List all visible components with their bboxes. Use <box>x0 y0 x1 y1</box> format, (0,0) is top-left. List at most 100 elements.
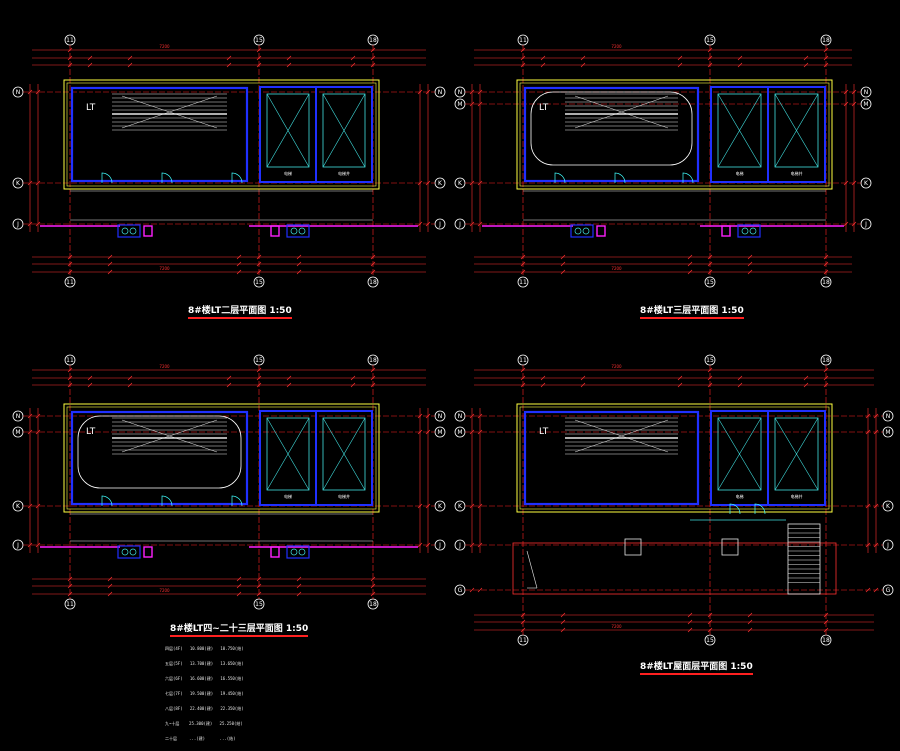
axis-bubble-label: 18 <box>369 601 377 608</box>
dimension-tick <box>296 576 302 582</box>
dimension-tick <box>425 503 431 509</box>
dimension-tick <box>823 627 829 633</box>
axis-bubble-label: 11 <box>66 601 74 608</box>
dimension-tick <box>370 55 376 61</box>
axis-bubble-label: M <box>457 101 462 108</box>
dimension-text: 7200 <box>611 44 622 49</box>
dimension-tick <box>560 612 566 618</box>
axis-bubble-label: 18 <box>369 357 377 364</box>
dimension-tick <box>256 375 262 381</box>
elevator-wall <box>315 86 373 183</box>
dimension-tick <box>350 382 356 388</box>
dimension-tick <box>67 382 73 388</box>
dimension-tick <box>67 254 73 260</box>
hydrant-symbol <box>298 548 306 556</box>
door-swing <box>161 495 173 507</box>
dimension-tick <box>873 413 879 419</box>
dimension-tick <box>477 89 483 95</box>
dimension-tick <box>477 503 483 509</box>
elevator-car <box>266 417 310 491</box>
axis-bubble-label: 15 <box>706 357 714 364</box>
dimension-tick <box>27 503 33 509</box>
dimension-tick <box>747 627 753 633</box>
axis-bubble-label: K <box>16 180 21 187</box>
dimension-tick <box>107 576 113 582</box>
axis-bubble-label: 11 <box>519 637 527 644</box>
dimension-tick <box>469 101 475 107</box>
elevator-car <box>266 93 310 168</box>
dimension-tick <box>747 619 753 625</box>
dimension-tick <box>35 429 41 435</box>
dimension-tick <box>851 221 857 227</box>
axis-bubble-label: J <box>864 221 867 228</box>
dimension-tick <box>67 62 73 68</box>
axis-bubble-label: 11 <box>66 37 74 44</box>
elevator-car-diagonal <box>717 417 762 491</box>
stair-label-lt: LT <box>86 427 96 437</box>
stair-direction <box>574 95 669 129</box>
dimension-tick <box>35 89 41 95</box>
core-outline <box>63 79 380 190</box>
elevator-car-diagonal <box>322 417 366 491</box>
dimension-tick <box>520 627 526 633</box>
dimension-tick <box>737 55 743 61</box>
elevator-car <box>322 93 366 168</box>
dimension-tick <box>843 89 849 95</box>
dimension-tick <box>520 62 526 68</box>
panel-title-3: 8#楼LT四~二十三层平面图 1:50 <box>170 621 309 637</box>
elevator-car <box>717 93 762 168</box>
dimension-tick <box>803 55 809 61</box>
dimension-tick <box>477 542 483 548</box>
roof-slope <box>526 550 538 589</box>
dimension-tick <box>256 261 262 267</box>
elevator-car-diagonal <box>774 417 819 491</box>
dimension-tick <box>87 55 93 61</box>
dimension-tick <box>256 576 262 582</box>
dimension-tick <box>27 542 33 548</box>
dimension-tick <box>127 55 133 61</box>
dimension-tick <box>256 55 262 61</box>
axis-bubble <box>367 276 379 288</box>
stair-hall-wall <box>523 86 700 183</box>
elevator-car-diagonal <box>322 93 366 168</box>
dimension-tick <box>469 221 475 227</box>
dimension-tick <box>803 382 809 388</box>
dimension-text: 7200 <box>159 588 170 593</box>
legend-row: 二十层 ...(建) ...(结) <box>165 736 236 741</box>
core-outline <box>516 79 833 190</box>
shaft-box <box>270 546 280 558</box>
panel-title-4: 8#楼LT屋面层平面图 1:50 <box>640 659 753 675</box>
dimension-tick <box>520 612 526 618</box>
dimension-tick <box>67 269 73 275</box>
elevator-car <box>322 417 366 491</box>
elevator-car <box>774 417 819 491</box>
dimension-tick <box>107 591 113 597</box>
dimension-tick <box>469 89 475 95</box>
dimension-tick <box>707 261 713 267</box>
panel-title-1: 8#楼LT二层平面图 1:50 <box>188 303 292 319</box>
axis-bubble-label: 18 <box>369 37 377 44</box>
dimension-tick <box>107 583 113 589</box>
stair-shaft-rounded <box>77 415 242 489</box>
elevator-wall <box>767 86 826 183</box>
dimension-tick <box>370 382 376 388</box>
dimension-tick <box>296 261 302 267</box>
axis-bubble-label: 18 <box>822 357 830 364</box>
door-swing <box>231 172 243 184</box>
door-swing <box>554 172 566 184</box>
dimension-tick <box>370 47 376 53</box>
dimension-tick <box>520 619 526 625</box>
dimension-tick <box>843 180 849 186</box>
dimension-tick <box>127 62 133 68</box>
axis-bubble-label: 18 <box>822 637 830 644</box>
elevator-label: 电梯井 <box>338 170 350 176</box>
axis-bubble-label: 11 <box>519 357 527 364</box>
legend-row: 七层(7F) 19.500(建) 19.450(结) <box>165 691 244 696</box>
dimension-text: 7200 <box>159 266 170 271</box>
dimension-tick <box>687 612 693 618</box>
dimension-tick <box>67 375 73 381</box>
dimension-tick <box>823 62 829 68</box>
roof-parapet <box>512 542 837 595</box>
axis-bubble-label: 15 <box>255 601 263 608</box>
